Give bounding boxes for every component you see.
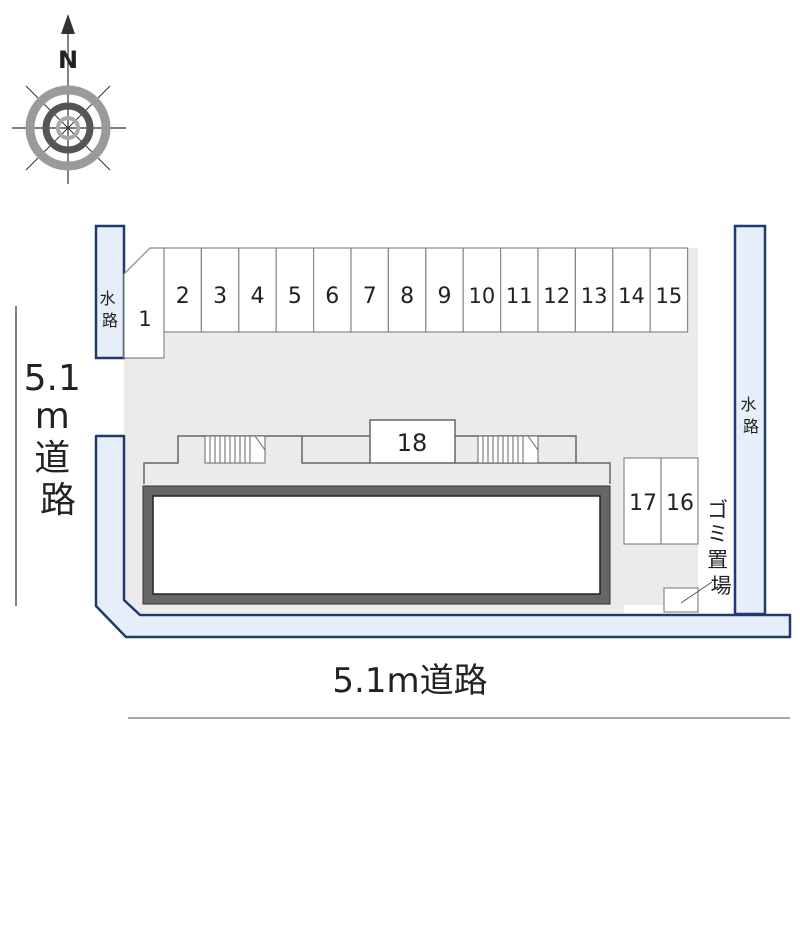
parking-space-7 [350,247,390,333]
parking-space-18-label: 18 [397,429,428,457]
parking-space-17-label: 17 [629,491,657,516]
parking-space-13-label: 13 [581,284,608,308]
parking-space-8-label: 8 [400,284,414,309]
waterway-west-label: 水 路 [99,289,120,330]
parking-space-10-label: 10 [469,284,496,308]
parking-space-14-label: 14 [618,284,645,308]
parking-space-1 [123,247,165,359]
building-inner [152,495,601,595]
garbage-leader-line [680,581,713,604]
parking-space-5 [275,247,315,333]
parking-space-6-label: 6 [325,284,339,309]
parking-space-16-label: 16 [666,491,694,516]
parking-space-3 [200,247,240,333]
parking-space-4-label: 4 [251,284,265,309]
waterway-west [94,224,126,360]
garbage-label: ゴ ミ 置 場 [707,498,735,598]
parking-space-17 [623,457,662,545]
parking-space-6 [313,247,352,333]
parking-space-14 [612,247,651,333]
parking-space-11 [500,247,539,333]
parking-space-12-label: 12 [543,284,570,308]
parking-space-12 [537,247,577,333]
parking-space-13 [574,247,614,333]
garbage-area [663,587,699,613]
parking-space-8 [387,247,427,333]
parking-space-1-label: 1 [138,307,151,331]
parking-space-9 [425,247,464,333]
compass-icon [12,14,126,184]
parking-space-3-label: 3 [213,284,227,309]
north-label: N [58,46,78,74]
parking-space-15 [649,247,689,333]
west-road-label: 5.1 m 道 路 [24,358,93,521]
parking-space-18 [369,419,456,464]
parking-space-2-label: 2 [176,284,190,309]
south-road-edge [94,434,792,639]
parking-space-2 [163,247,203,333]
stairs-right [477,435,539,464]
parking-space-11-label: 11 [506,284,533,308]
stairs-left [204,435,266,464]
parking-space-10 [462,247,502,333]
waterway-east [733,224,767,616]
parking-space-9-label: 9 [438,284,452,309]
parking-space-16 [660,457,699,545]
parking-space-7-label: 7 [363,284,377,309]
parking-space-15-label: 15 [656,284,683,308]
parking-space-5-label: 5 [288,284,302,309]
south-road-label: 5.1m道路 [332,661,487,701]
waterway-east-label: 水 路 [740,395,761,436]
